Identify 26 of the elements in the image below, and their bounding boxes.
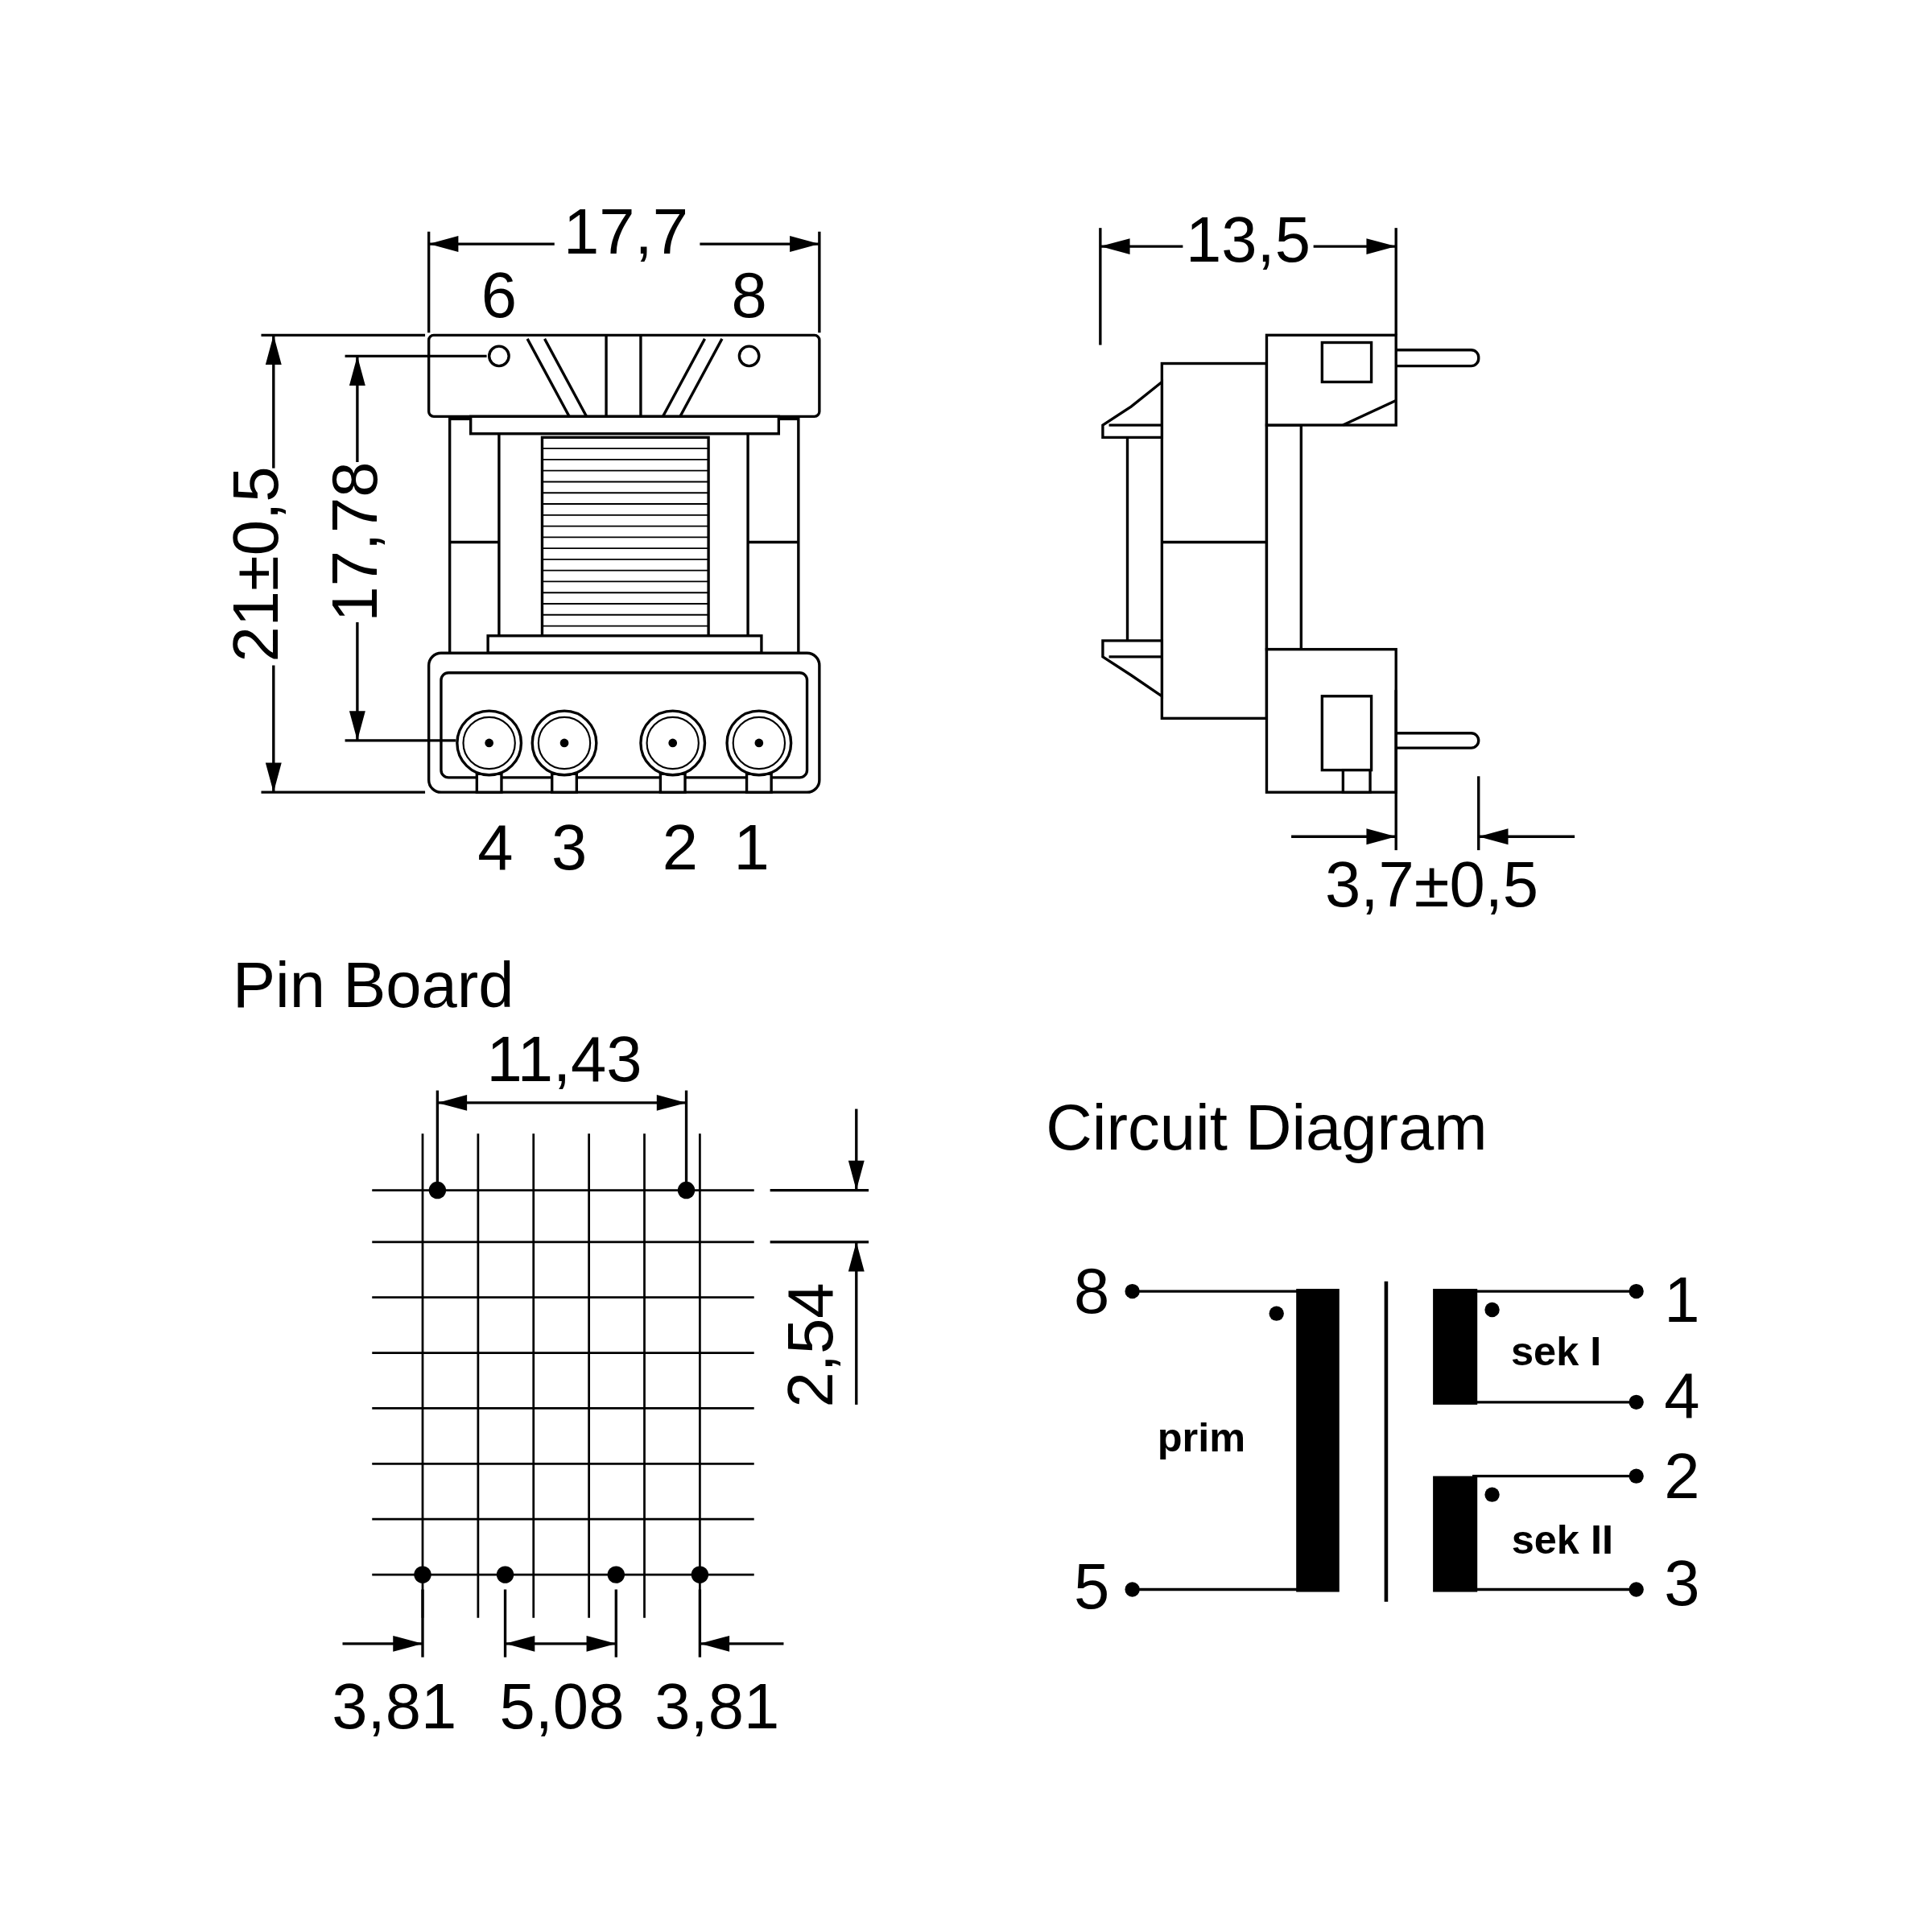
- pin-number: 8: [731, 263, 767, 328]
- dimension-label: 13,5: [1186, 208, 1311, 273]
- pin-number: 1: [733, 815, 770, 880]
- terminal-number: 4: [1664, 1364, 1700, 1428]
- dimension-label: 17,7: [564, 199, 688, 264]
- dimension-label: 3,81: [654, 1674, 780, 1739]
- dimension-label: 5,08: [499, 1674, 625, 1739]
- dimension-label: 11,43: [486, 1027, 642, 1092]
- terminal-number: 8: [1074, 1259, 1110, 1323]
- dimension-label: 17,78: [323, 461, 387, 623]
- terminal-number: 5: [1074, 1554, 1110, 1620]
- pin-number: 3: [551, 815, 588, 880]
- terminal-number: 1: [1664, 1268, 1700, 1332]
- terminal-number: 2: [1664, 1443, 1700, 1509]
- pin-number: 2: [662, 815, 698, 880]
- dimension-label: 2,54: [778, 1283, 843, 1408]
- dimension-label: 21±0,5: [224, 466, 289, 663]
- dimension-label: 3,7±0,5: [1325, 852, 1539, 917]
- pin-number: 6: [481, 263, 517, 328]
- terminal-number: 3: [1664, 1551, 1700, 1616]
- pin-number: 4: [477, 815, 514, 880]
- section-heading: Pin Board: [233, 953, 514, 1018]
- dimension-label: 3,81: [332, 1674, 457, 1739]
- winding-label: prim: [1157, 1417, 1246, 1459]
- winding-label: sek II: [1511, 1520, 1613, 1561]
- winding-label: sek I: [1511, 1331, 1602, 1373]
